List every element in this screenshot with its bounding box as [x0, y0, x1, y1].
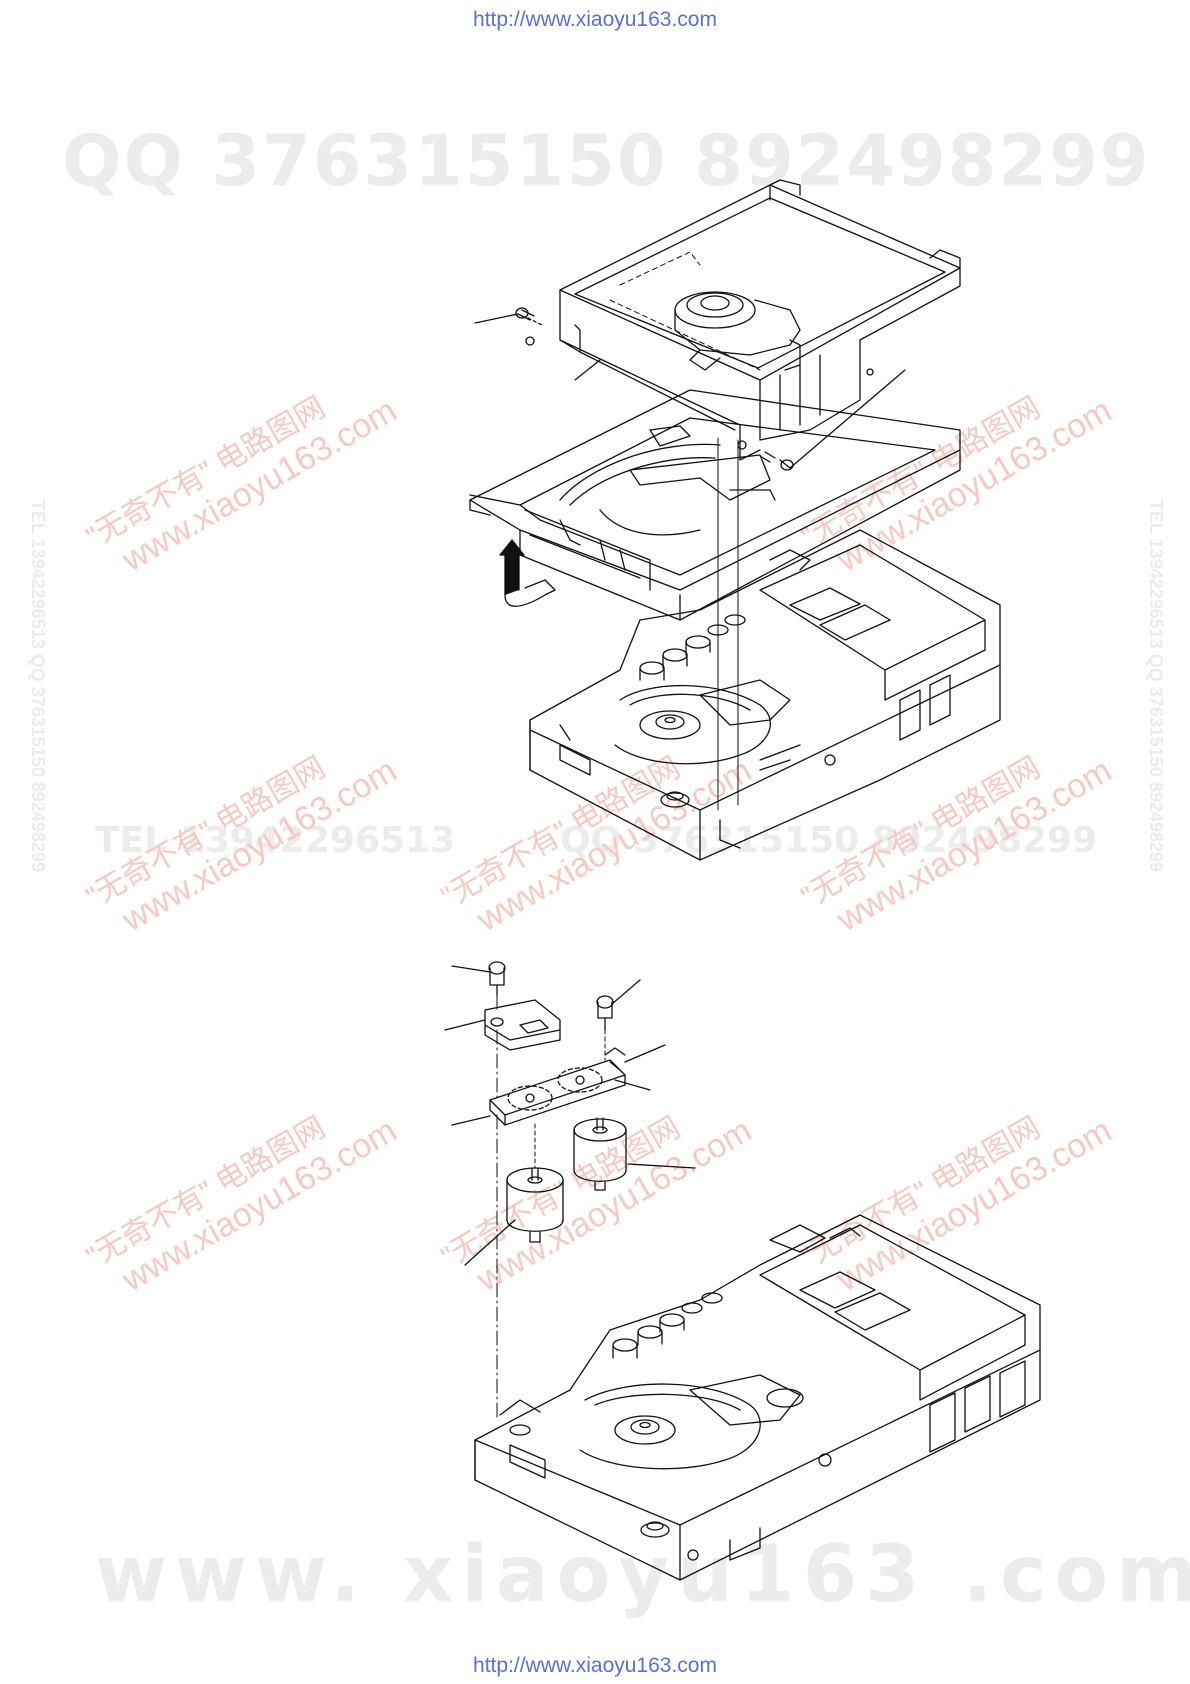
screw — [515, 307, 794, 471]
callout-lines — [444, 965, 696, 1421]
bracket — [484, 999, 561, 1051]
header-url[interactable]: http://www.xiaoyu163.com — [473, 8, 717, 31]
watermark-qq: QQ 376315150 892498299 — [62, 120, 1151, 202]
cd-mechanism-base — [529, 529, 1001, 861]
disc-tray — [469, 389, 961, 621]
callout-lines — [469, 313, 906, 811]
footer-url[interactable]: http://www.xiaoyu163.com — [473, 1654, 717, 1677]
motor — [573, 1117, 627, 1191]
watermark-tel: TEL 13942296513 — [95, 820, 456, 861]
cd-mechanism-base — [474, 1214, 1041, 1581]
sensor-board — [489, 1047, 626, 1126]
disc-tray-frame — [525, 179, 961, 461]
watermark-qq-small: QQ 376315150 892498299 — [560, 820, 1098, 861]
motor — [506, 1167, 564, 1243]
screw — [488, 961, 614, 1031]
watermark-www: www. xiaoyu163 .com — [95, 1530, 1190, 1620]
up-arrow-icon — [499, 539, 556, 607]
